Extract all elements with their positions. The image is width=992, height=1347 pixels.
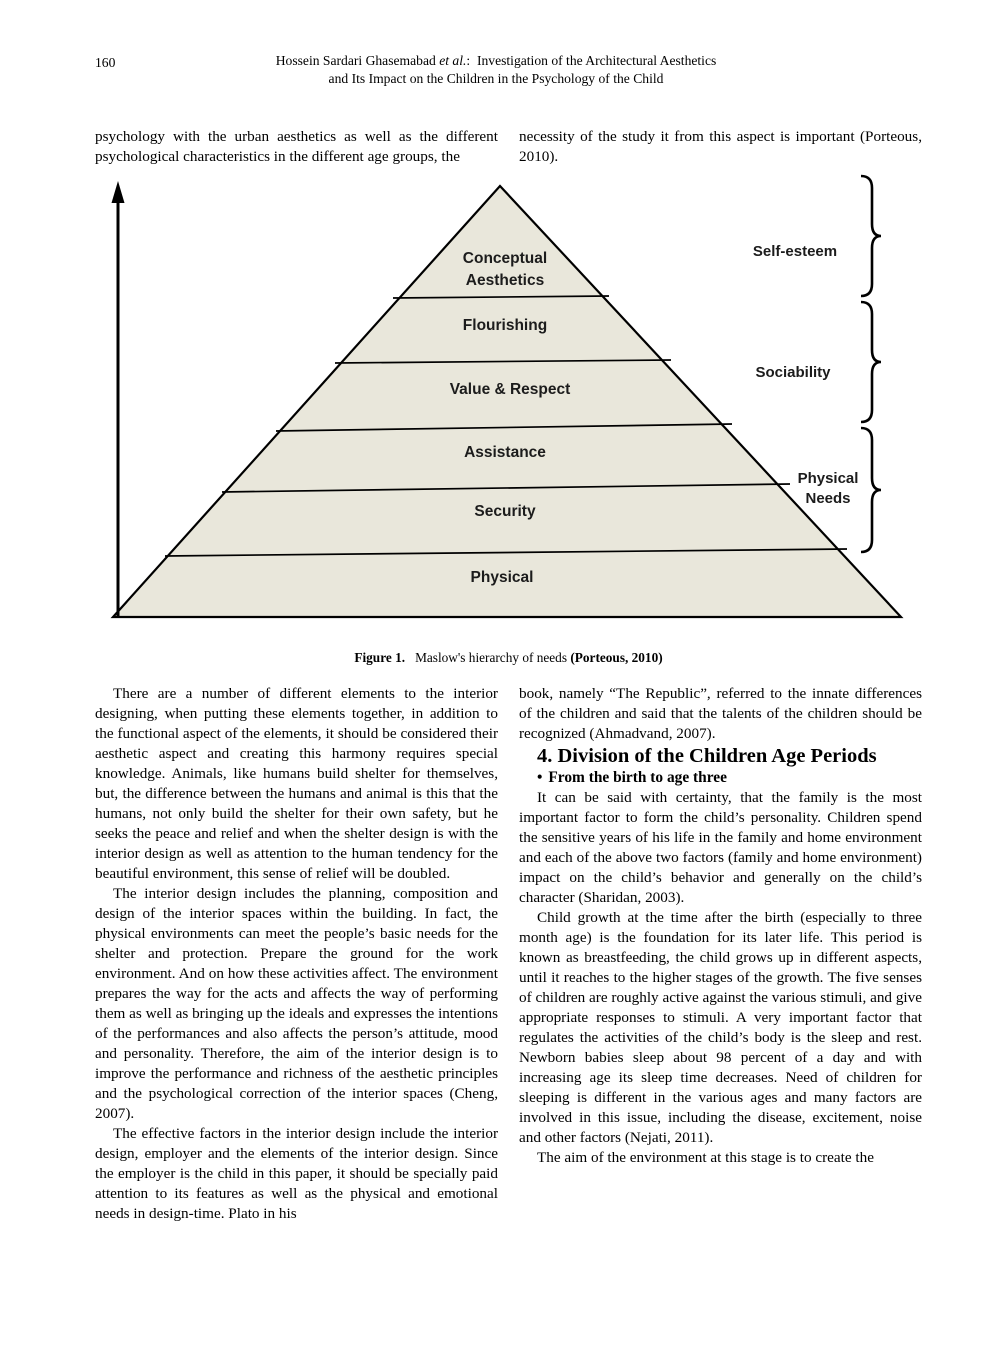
page-number: 160 bbox=[95, 55, 116, 70]
running-title-author: Hossein Sardari Ghasemabad bbox=[275, 53, 440, 68]
body-columns: There are a number of different elements… bbox=[95, 684, 922, 1224]
intro-left-column: psychology with the urban aesthetics as … bbox=[95, 128, 498, 165]
level-divider bbox=[275, 423, 733, 432]
level-label-conceptual-aesthetics-line2: Aesthetics bbox=[466, 272, 544, 289]
group-label-physical-needs-line1: Physical bbox=[798, 470, 859, 487]
brace-sociability bbox=[860, 300, 882, 424]
pyramid-shape bbox=[110, 184, 904, 619]
brace-self-esteem bbox=[860, 174, 882, 298]
figure-1: Conceptual Aesthetics Flourishing Value … bbox=[95, 170, 925, 640]
level-divider bbox=[392, 295, 610, 299]
bullet-marker: • bbox=[537, 769, 543, 786]
level-label-flourishing: Flourishing bbox=[463, 317, 547, 334]
up-arrow-icon bbox=[111, 181, 125, 617]
running-title-rest: : Investigation of the Architectural Aes… bbox=[466, 53, 717, 68]
paragraph: There are a number of different elements… bbox=[95, 685, 498, 882]
level-label-conceptual-aesthetics-line1: Conceptual bbox=[463, 250, 547, 267]
paragraph: The aim of the environment at this stage… bbox=[537, 1149, 874, 1166]
bullet-subheading-label: From the birth to age three bbox=[548, 769, 727, 786]
body-right-column: book, namely “The Republic”, referred to… bbox=[519, 684, 922, 1224]
figure-caption: Figure 1. Maslow's hierarchy of needs (Po… bbox=[95, 650, 922, 666]
maslow-pyramid-figure: Conceptual Aesthetics Flourishing Value … bbox=[110, 174, 904, 619]
section-heading: 4. Division of the Children Age Periods bbox=[537, 745, 877, 767]
level-label-assistance: Assistance bbox=[464, 444, 546, 461]
level-divider bbox=[334, 359, 672, 364]
paragraph: book, namely “The Republic”, referred to… bbox=[519, 685, 922, 742]
group-label-physical-needs-line2: Needs bbox=[805, 490, 850, 507]
paragraph: The effective factors in the interior de… bbox=[95, 1125, 498, 1222]
level-label-value-respect: Value & Respect bbox=[450, 381, 571, 398]
bullet-subheading: • From the birth to age three bbox=[519, 768, 922, 788]
level-divider bbox=[221, 483, 791, 493]
level-label-physical: Physical bbox=[471, 569, 534, 586]
paragraph: It can be said with certainty, that the … bbox=[519, 789, 922, 906]
intro-right-column: necessity of the study it from this aspe… bbox=[519, 128, 922, 165]
figure-caption-cite: (Porteous, 2010) bbox=[570, 650, 663, 665]
level-divider bbox=[164, 548, 848, 557]
intro-columns: psychology with the urban aesthetics as … bbox=[95, 127, 922, 167]
body-left-column: There are a number of different elements… bbox=[95, 684, 498, 1224]
page-header: 160 Hossein Sardari Ghasemabad et al.: I… bbox=[0, 52, 992, 88]
paragraph: The interior design includes the plannin… bbox=[95, 885, 498, 1122]
group-label-self-esteem: Self-esteem bbox=[753, 243, 837, 260]
paragraph: Child growth at the time after the birth… bbox=[519, 909, 922, 1146]
level-label-security: Security bbox=[474, 503, 536, 520]
running-title-line2: and Its Impact on the Children in the Ps… bbox=[328, 71, 664, 86]
figure-caption-label: Figure 1. bbox=[354, 650, 406, 665]
group-label-sociability: Sociability bbox=[755, 364, 831, 381]
running-title: Hossein Sardari Ghasemabad et al.: Inves… bbox=[0, 52, 992, 88]
figure-caption-text: Maslow's hierarchy of needs bbox=[415, 650, 568, 665]
brace-physical-needs bbox=[860, 426, 882, 554]
et-al: et al. bbox=[439, 53, 467, 68]
